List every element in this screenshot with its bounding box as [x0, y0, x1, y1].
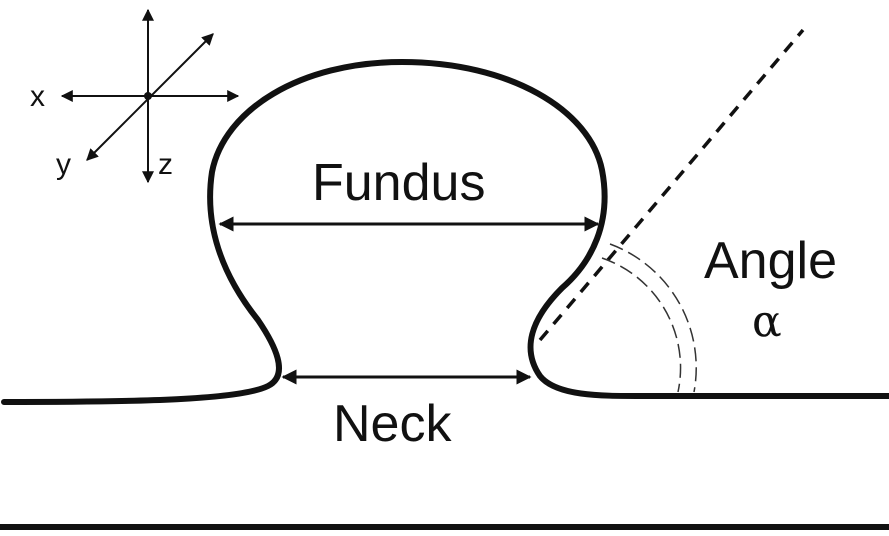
tangent-dashed-line: [538, 28, 805, 342]
axis-origin: [144, 92, 152, 100]
angle-arc-outer: [609, 243, 697, 393]
neck-label: Neck: [333, 395, 452, 453]
axis-x-label: x: [30, 80, 45, 113]
fundus-label: Fundus: [312, 154, 485, 212]
angle-arc-inner: [601, 257, 682, 393]
coordinate-axes: x y z: [30, 8, 240, 184]
axis-y-label: y: [56, 148, 71, 181]
axis-z-label: z: [158, 148, 173, 181]
angle-label: Angle: [704, 232, 837, 290]
vessel-wall-with-aneurysm: [1, 59, 889, 405]
alpha-symbol: α: [752, 296, 782, 347]
